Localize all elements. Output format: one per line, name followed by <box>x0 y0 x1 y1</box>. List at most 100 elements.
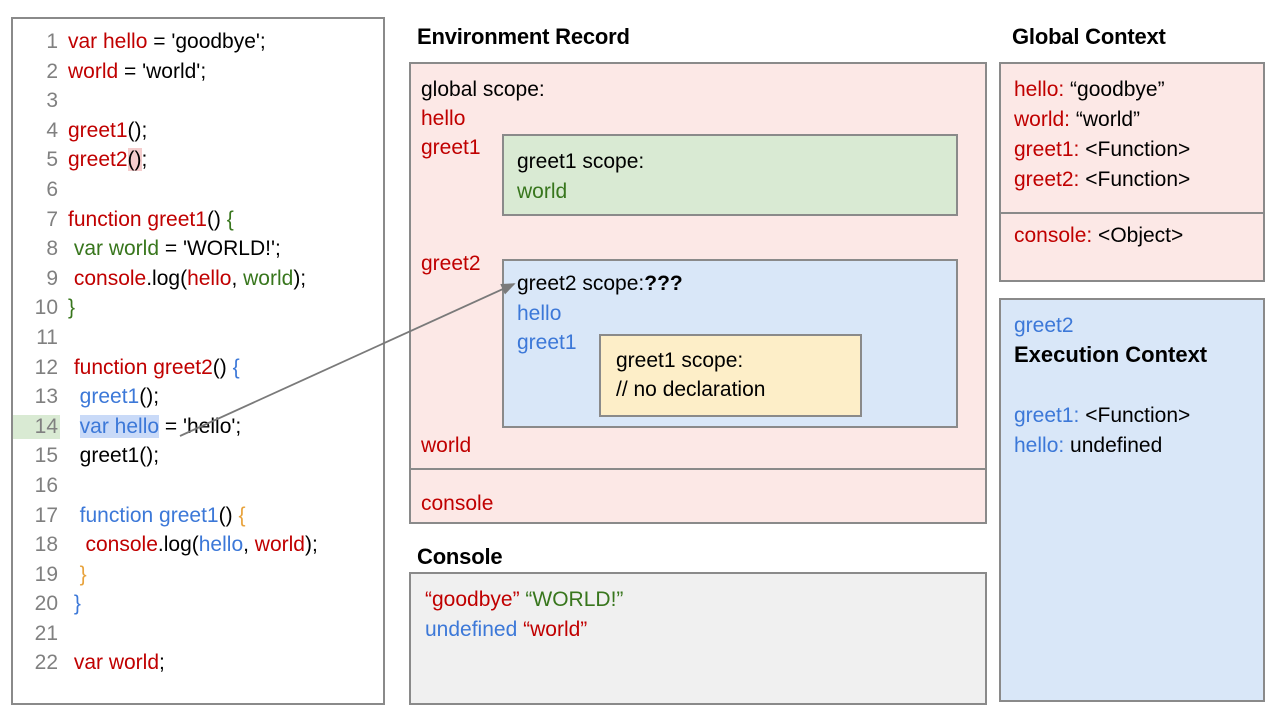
line-number: 13 <box>34 385 58 409</box>
code-token: world <box>254 533 305 557</box>
line-number: 19 <box>34 562 58 586</box>
entry-key: hello: <box>1014 78 1065 101</box>
code-line[interactable]: 22 var world; <box>13 651 383 681</box>
greet2-scope-header-wrap: greet2 scope:??? <box>517 272 683 296</box>
code-token: var hello <box>79 414 160 438</box>
code-line[interactable]: 6 <box>13 178 383 208</box>
code-token: } <box>68 296 76 320</box>
code-token: () <box>212 355 233 379</box>
line-number: 15 <box>34 444 58 468</box>
greet1-scope-var-world: world <box>517 180 568 203</box>
code-line-text: greet2(); <box>60 148 147 172</box>
line-number: 7 <box>46 207 58 231</box>
code-token: , <box>243 533 255 557</box>
line-number: 21 <box>34 621 58 645</box>
global-context-entry: hello: “goodbye” <box>1014 78 1165 102</box>
line-number: 20 <box>34 592 58 616</box>
code-line[interactable]: 18 console.log(hello, world); <box>13 533 383 563</box>
code-line-text: var world = 'WORLD!'; <box>60 237 281 261</box>
code-token: greet1 <box>68 385 140 409</box>
line-number: 17 <box>34 503 58 527</box>
execution-context-entry: greet1: <Function> <box>1014 404 1190 428</box>
greet2-scope-unknown-marker: ??? <box>644 272 683 295</box>
code-token: 'goodbye'; <box>171 30 266 53</box>
code-line-text: var hello = 'goodbye'; <box>60 30 266 54</box>
code-token: greet2 <box>68 148 128 172</box>
code-line-text: greet1(); <box>60 119 147 143</box>
greet2-execution-context-box: greet2 Execution Context greet1: <Functi… <box>999 298 1265 702</box>
console-box[interactable]: “goodbye” “WORLD!”undefined “world” <box>409 572 987 705</box>
code-line-text: } <box>60 563 87 587</box>
code-token: var hello <box>68 30 148 53</box>
entry-value: <Object> <box>1092 224 1184 247</box>
code-line[interactable]: 15 greet1(); <box>13 444 383 474</box>
code-line[interactable]: 16 <box>13 474 383 504</box>
console-title: Console <box>417 544 503 569</box>
global-context-divider <box>999 212 1265 214</box>
code-line[interactable]: 12 function greet2() { <box>13 356 383 386</box>
console-token: “world” <box>523 618 588 641</box>
entry-key: hello: <box>1014 434 1065 457</box>
code-line-text: greet1(); <box>60 385 159 409</box>
global-scope-label: global scope: <box>421 78 545 101</box>
code-line-text: console.log(hello, world); <box>60 267 306 291</box>
global-context-object-entry: console: <Object> <box>1014 224 1183 248</box>
code-line[interactable]: 11 <box>13 326 383 356</box>
entry-value: <Function> <box>1079 168 1191 191</box>
line-number: 2 <box>46 59 58 83</box>
code-line[interactable]: 19 } <box>13 563 383 593</box>
execution-context-scope-name: greet2 <box>1014 314 1074 337</box>
code-token: } <box>68 592 81 616</box>
code-token: () <box>127 148 142 172</box>
code-token: ; <box>159 651 165 675</box>
code-line[interactable]: 21 <box>13 622 383 652</box>
code-line-text: var world; <box>60 651 165 675</box>
code-token: console <box>68 533 158 557</box>
code-token: hello <box>187 266 232 290</box>
console-token: “WORLD!” <box>525 588 624 611</box>
code-token: var world <box>68 651 160 675</box>
entry-value: “goodbye” <box>1064 78 1165 101</box>
greet1-inner-scope-box <box>599 334 862 417</box>
code-line[interactable]: 14 var hello = 'hello'; <box>13 414 383 445</box>
entry-key: greet2: <box>1014 168 1080 191</box>
global-context-title: Global Context <box>1012 24 1166 49</box>
code-token: , <box>231 266 244 290</box>
code-token: { <box>232 355 240 379</box>
code-token: { <box>238 503 246 527</box>
global-context-entry: greet1: <Function> <box>1014 138 1190 162</box>
entry-key: world: <box>1014 108 1071 131</box>
greet2-scope-var-hello: hello <box>517 302 562 325</box>
code-token: ; <box>141 148 148 172</box>
code-line[interactable]: 17 function greet1() { <box>13 504 383 534</box>
code-line[interactable]: 20 } <box>13 592 383 622</box>
code-line[interactable]: 8 var world = 'WORLD!'; <box>13 237 383 267</box>
line-number: 3 <box>46 89 58 113</box>
environment-record-divider <box>409 468 987 470</box>
code-token: ); <box>304 533 318 557</box>
code-line[interactable]: 3 <box>13 89 383 119</box>
code-line[interactable]: 9 console.log(hello, world); <box>13 267 383 297</box>
code-line-text: function greet1() { <box>60 208 234 232</box>
code-line[interactable]: 13 greet1(); <box>13 385 383 415</box>
console-line: “goodbye” “WORLD!” <box>425 588 623 612</box>
code-token: } <box>68 562 87 586</box>
entry-value: “world” <box>1070 108 1141 131</box>
global-context-box: hello: “goodbye” world: “world” greet1: <F… <box>999 62 1265 282</box>
global-binding-greet1: greet1 <box>421 136 481 159</box>
code-token: world <box>243 266 294 290</box>
code-token: console <box>68 266 147 290</box>
line-number: 5 <box>46 148 58 172</box>
entry-value: <Function> <box>1079 404 1191 427</box>
greet2-scope-var-greet1: greet1 <box>517 331 577 354</box>
code-token: hello <box>198 533 244 557</box>
code-line[interactable]: 10} <box>13 296 383 326</box>
code-token: () <box>218 503 239 527</box>
